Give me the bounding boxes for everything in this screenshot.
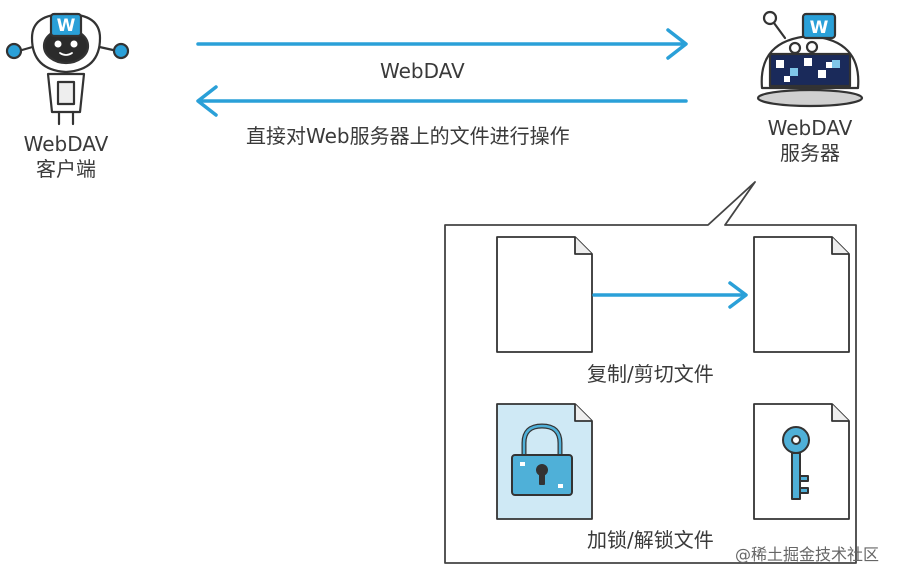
client-robot-icon [5, 12, 130, 126]
watermark: @稀土掘金技术社区 [735, 545, 880, 564]
description-label: 直接对Web服务器上的文件进行操作 [246, 124, 570, 148]
request-arrow [196, 28, 688, 60]
server-label-line2: 服务器 [780, 141, 840, 165]
protocol-label: WebDAV [380, 59, 465, 83]
server-robot-icon [756, 10, 864, 108]
client-badge: W [57, 16, 76, 36]
lock-unlock-label: 加锁/解锁文件 [587, 528, 714, 552]
copy-move-label: 复制/剪切文件 [587, 362, 714, 386]
copy-arrow [592, 281, 748, 309]
source-document-icon [496, 236, 593, 353]
client-label-line1: WebDAV [23, 132, 109, 156]
server-badge: W [810, 18, 829, 38]
target-document-icon [753, 236, 850, 353]
server-label-line1: WebDAV [767, 116, 853, 140]
client-label: WebDAV 客户端 [16, 132, 116, 182]
server-label: WebDAV 服务器 [752, 116, 868, 166]
key-icon [782, 426, 810, 500]
padlock-icon [511, 423, 573, 496]
response-arrow [196, 85, 688, 117]
client-label-line2: 客户端 [36, 157, 96, 181]
key-document-icon [753, 403, 850, 520]
